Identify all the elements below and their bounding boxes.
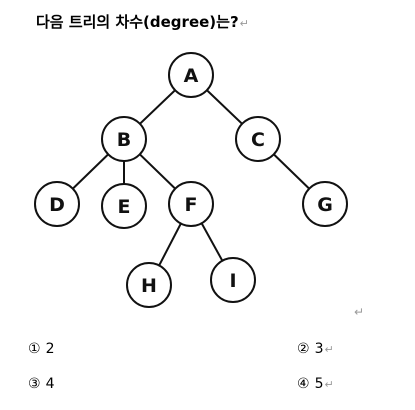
node-e: E	[101, 183, 147, 229]
paragraph-mark-icon: ↵	[239, 17, 249, 30]
choice-number: ①	[28, 341, 41, 357]
node-circle	[168, 181, 214, 227]
node-label: E	[118, 196, 131, 218]
node-circle	[34, 181, 80, 227]
node-g: G	[302, 181, 348, 227]
choice-number: ②	[297, 341, 310, 357]
choice-value: 3	[314, 341, 324, 357]
node-circle	[168, 52, 214, 98]
node-circle	[302, 181, 348, 227]
node-circle	[210, 257, 256, 303]
paragraph-mark-icon: ↵	[324, 343, 334, 356]
node-h: H	[126, 262, 172, 308]
node-label: I	[229, 270, 236, 292]
choice-number: ④	[297, 376, 310, 392]
node-label: C	[251, 129, 265, 151]
node-label: F	[185, 194, 198, 216]
tree-nodes: A B C D E F G H I	[34, 52, 348, 308]
choice-value: 4	[45, 376, 55, 392]
node-label: A	[184, 65, 199, 87]
node-i: I	[210, 257, 256, 303]
paragraph-mark-icon: ↵	[324, 378, 334, 391]
node-a: A	[168, 52, 214, 98]
node-circle	[126, 262, 172, 308]
question-text: 다음 트리의 차수(degree)는?↵	[36, 11, 249, 32]
node-label: D	[49, 194, 65, 216]
node-f: F	[168, 181, 214, 227]
choice-value: 5	[314, 376, 324, 392]
node-circle	[101, 183, 147, 229]
node-label: G	[317, 194, 333, 216]
tree-edges	[56, 74, 326, 286]
node-d: D	[34, 181, 80, 227]
question-label: 다음 트리의 차수(degree)는?	[36, 13, 239, 31]
tree-diagram: A B C D E F G H I	[34, 52, 348, 308]
paragraph-mark-icon: ↵	[354, 305, 365, 319]
node-b: B	[101, 116, 147, 162]
node-label: B	[117, 129, 131, 151]
choice-value: 2	[45, 341, 55, 357]
choice-number: ③	[28, 376, 41, 392]
node-label: H	[141, 275, 157, 297]
node-circle	[101, 116, 147, 162]
node-circle	[235, 116, 281, 162]
node-c: C	[235, 116, 281, 162]
